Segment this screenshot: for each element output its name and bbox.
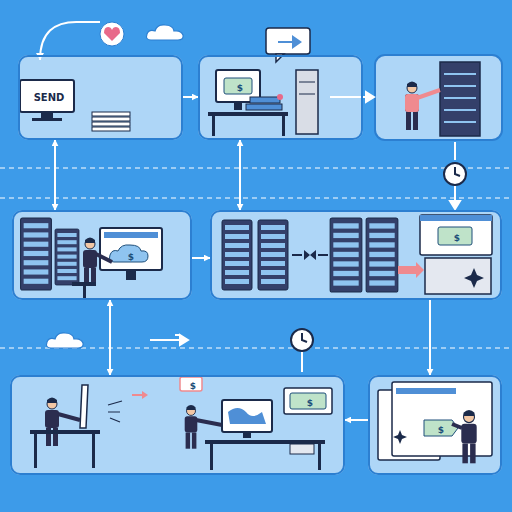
processing-station <box>21 218 162 298</box>
send-station <box>20 22 130 131</box>
panel-fill <box>10 55 502 475</box>
currency-symbol: $ <box>128 253 134 262</box>
button-label: SEND <box>34 93 65 103</box>
currency-symbol: $ <box>438 426 444 435</box>
confirm-panel: $ <box>368 375 502 475</box>
flow-connector <box>109 300 111 375</box>
receiver-station <box>30 377 332 470</box>
server-room <box>405 62 480 136</box>
server-cluster <box>222 215 492 294</box>
flow-arrow <box>150 335 302 372</box>
clock <box>444 163 466 185</box>
currency-symbol: $ <box>307 399 313 408</box>
receiver-panel: $$ <box>10 375 345 475</box>
confirmation-station <box>378 382 492 463</box>
clock <box>291 329 313 351</box>
dashed-line <box>0 168 512 348</box>
currency-symbol: $ <box>454 234 460 243</box>
cloud <box>47 333 84 348</box>
flow-connector <box>54 140 56 210</box>
currency-symbol: $ <box>237 84 243 93</box>
currency-symbol: $ <box>190 382 196 391</box>
server-panel: $ <box>210 210 502 300</box>
payment-desk <box>208 28 318 136</box>
flow-connector <box>192 257 210 259</box>
flow-connector <box>429 300 431 375</box>
processing-panel: $ <box>12 210 192 300</box>
flow-connector <box>345 419 368 421</box>
flow-connector <box>183 96 198 98</box>
payment-panel: $ <box>198 55 363 140</box>
cloud <box>147 25 184 40</box>
flow-connector <box>239 140 241 210</box>
send-panel: SEND <box>18 55 183 140</box>
